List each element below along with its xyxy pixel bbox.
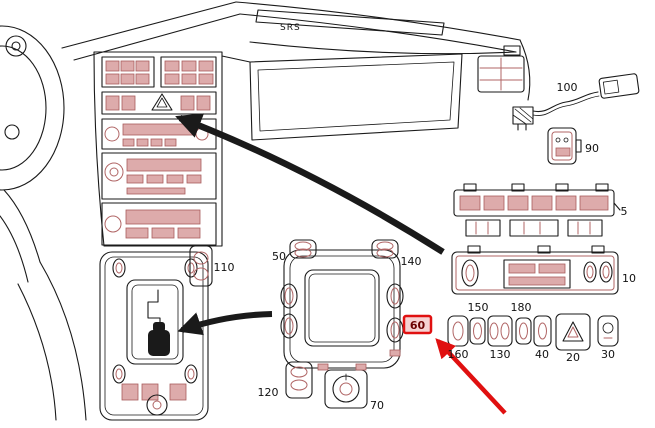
switch-50 — [289, 239, 317, 259]
climate-unit — [101, 202, 217, 246]
gear-shifter — [126, 279, 184, 365]
small-switch-row — [447, 313, 619, 351]
center-vents — [101, 56, 217, 88]
switch-140 — [371, 239, 399, 259]
part-90 — [547, 127, 582, 165]
part-labels: 100 90 5 10 110 50 140 150 180 160 130 4… — [214, 81, 637, 412]
center-switch-panel — [280, 239, 404, 409]
switch-70 — [324, 369, 368, 409]
part-label-140[interactable]: 140 — [401, 255, 422, 268]
part-label-40[interactable]: 40 — [535, 348, 549, 361]
dashboard-top: SRS — [61, 1, 531, 101]
part-label-60[interactable]: 60 — [410, 319, 426, 332]
part-label-70[interactable]: 70 — [370, 399, 384, 412]
hazard-switch-triangle-icon — [562, 321, 584, 342]
srs-label: SRS — [280, 23, 301, 33]
part-label-50[interactable]: 50 — [272, 250, 286, 263]
srs-panel: SRS — [255, 9, 445, 36]
switch-40 — [533, 315, 552, 347]
center-stack — [93, 51, 223, 247]
hazard-button-row — [101, 91, 217, 115]
glove-box-panel — [249, 53, 463, 141]
part-label-130[interactable]: 130 — [490, 348, 511, 361]
part-label-150[interactable]: 150 — [468, 301, 489, 314]
part-5-panel — [453, 183, 621, 237]
part-label-5[interactable]: 5 — [621, 205, 628, 218]
gear-console — [99, 251, 209, 421]
shift-lever — [148, 330, 170, 356]
switch-160 — [447, 315, 469, 347]
part-label-20[interactable]: 20 — [566, 351, 580, 364]
pointer-arrows — [175, 113, 445, 336]
switch-30 — [597, 315, 619, 347]
switch-110 — [189, 245, 213, 287]
part-label-100[interactable]: 100 — [557, 81, 578, 94]
switch-120 — [285, 361, 313, 399]
part-label-10[interactable]: 10 — [622, 272, 636, 285]
arrow-to-dashboard — [175, 113, 445, 255]
part-10-panel — [451, 245, 619, 295]
part-label-90[interactable]: 90 — [585, 142, 599, 155]
hazard-triangle-icon — [151, 93, 173, 111]
switch-130 — [487, 315, 513, 347]
highlight-arrow — [435, 338, 507, 415]
part-label-110[interactable]: 110 — [214, 261, 235, 274]
part-label-120[interactable]: 120 — [258, 386, 279, 399]
part-label-160[interactable]: 160 — [448, 348, 469, 361]
part-label-180[interactable]: 180 — [511, 301, 532, 314]
switch-180 — [515, 317, 532, 345]
arrow-to-console — [177, 311, 273, 336]
highlight-box[interactable] — [402, 314, 433, 335]
side-air-vent — [477, 45, 525, 93]
switch-20-hazard — [555, 313, 591, 351]
highlight-part-60[interactable]: 60 — [402, 314, 507, 415]
cd-unit — [101, 152, 217, 200]
part-label-30[interactable]: 30 — [601, 348, 615, 361]
part-100-cable — [512, 73, 640, 131]
steering-wheel — [0, 25, 87, 421]
switch-150 — [469, 317, 486, 345]
